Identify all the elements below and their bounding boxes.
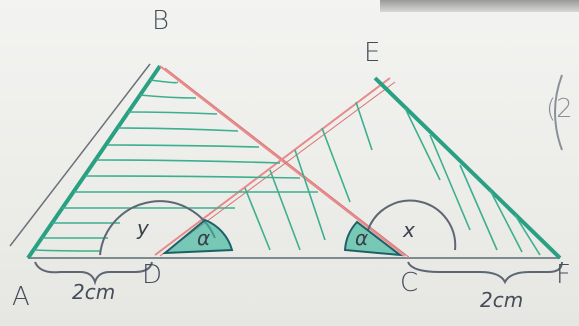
side-AB bbox=[26, 64, 162, 260]
brace-AD bbox=[34, 261, 153, 286]
margin-paren bbox=[554, 74, 563, 151]
angle-D-fill bbox=[162, 218, 234, 255]
arc-x bbox=[367, 199, 457, 251]
label-B: B bbox=[152, 6, 170, 36]
hatching-DEF bbox=[244, 101, 541, 256]
measure-CF: 2cm bbox=[480, 288, 524, 312]
side-BC bbox=[159, 65, 406, 257]
angle-C-label: α bbox=[355, 226, 369, 250]
margin-note: (2 bbox=[546, 94, 573, 124]
whiteboard-frame bbox=[380, 0, 579, 12]
hatching-ABC bbox=[33, 79, 318, 252]
label-D: D bbox=[142, 260, 163, 290]
angle-y-label: y bbox=[137, 216, 149, 240]
label-F: F bbox=[556, 260, 571, 290]
label-A: A bbox=[12, 282, 30, 312]
side-DE bbox=[154, 77, 391, 256]
label-E: E bbox=[364, 38, 381, 68]
angle-D-label: α bbox=[197, 226, 211, 250]
ruler-line bbox=[9, 63, 151, 247]
arc-y bbox=[99, 200, 216, 256]
brace-CF bbox=[407, 261, 563, 285]
measure-AD: 2cm bbox=[72, 280, 116, 304]
angle-C-fill bbox=[343, 220, 404, 257]
label-C: C bbox=[400, 268, 419, 298]
angle-x-label: x bbox=[403, 218, 415, 242]
